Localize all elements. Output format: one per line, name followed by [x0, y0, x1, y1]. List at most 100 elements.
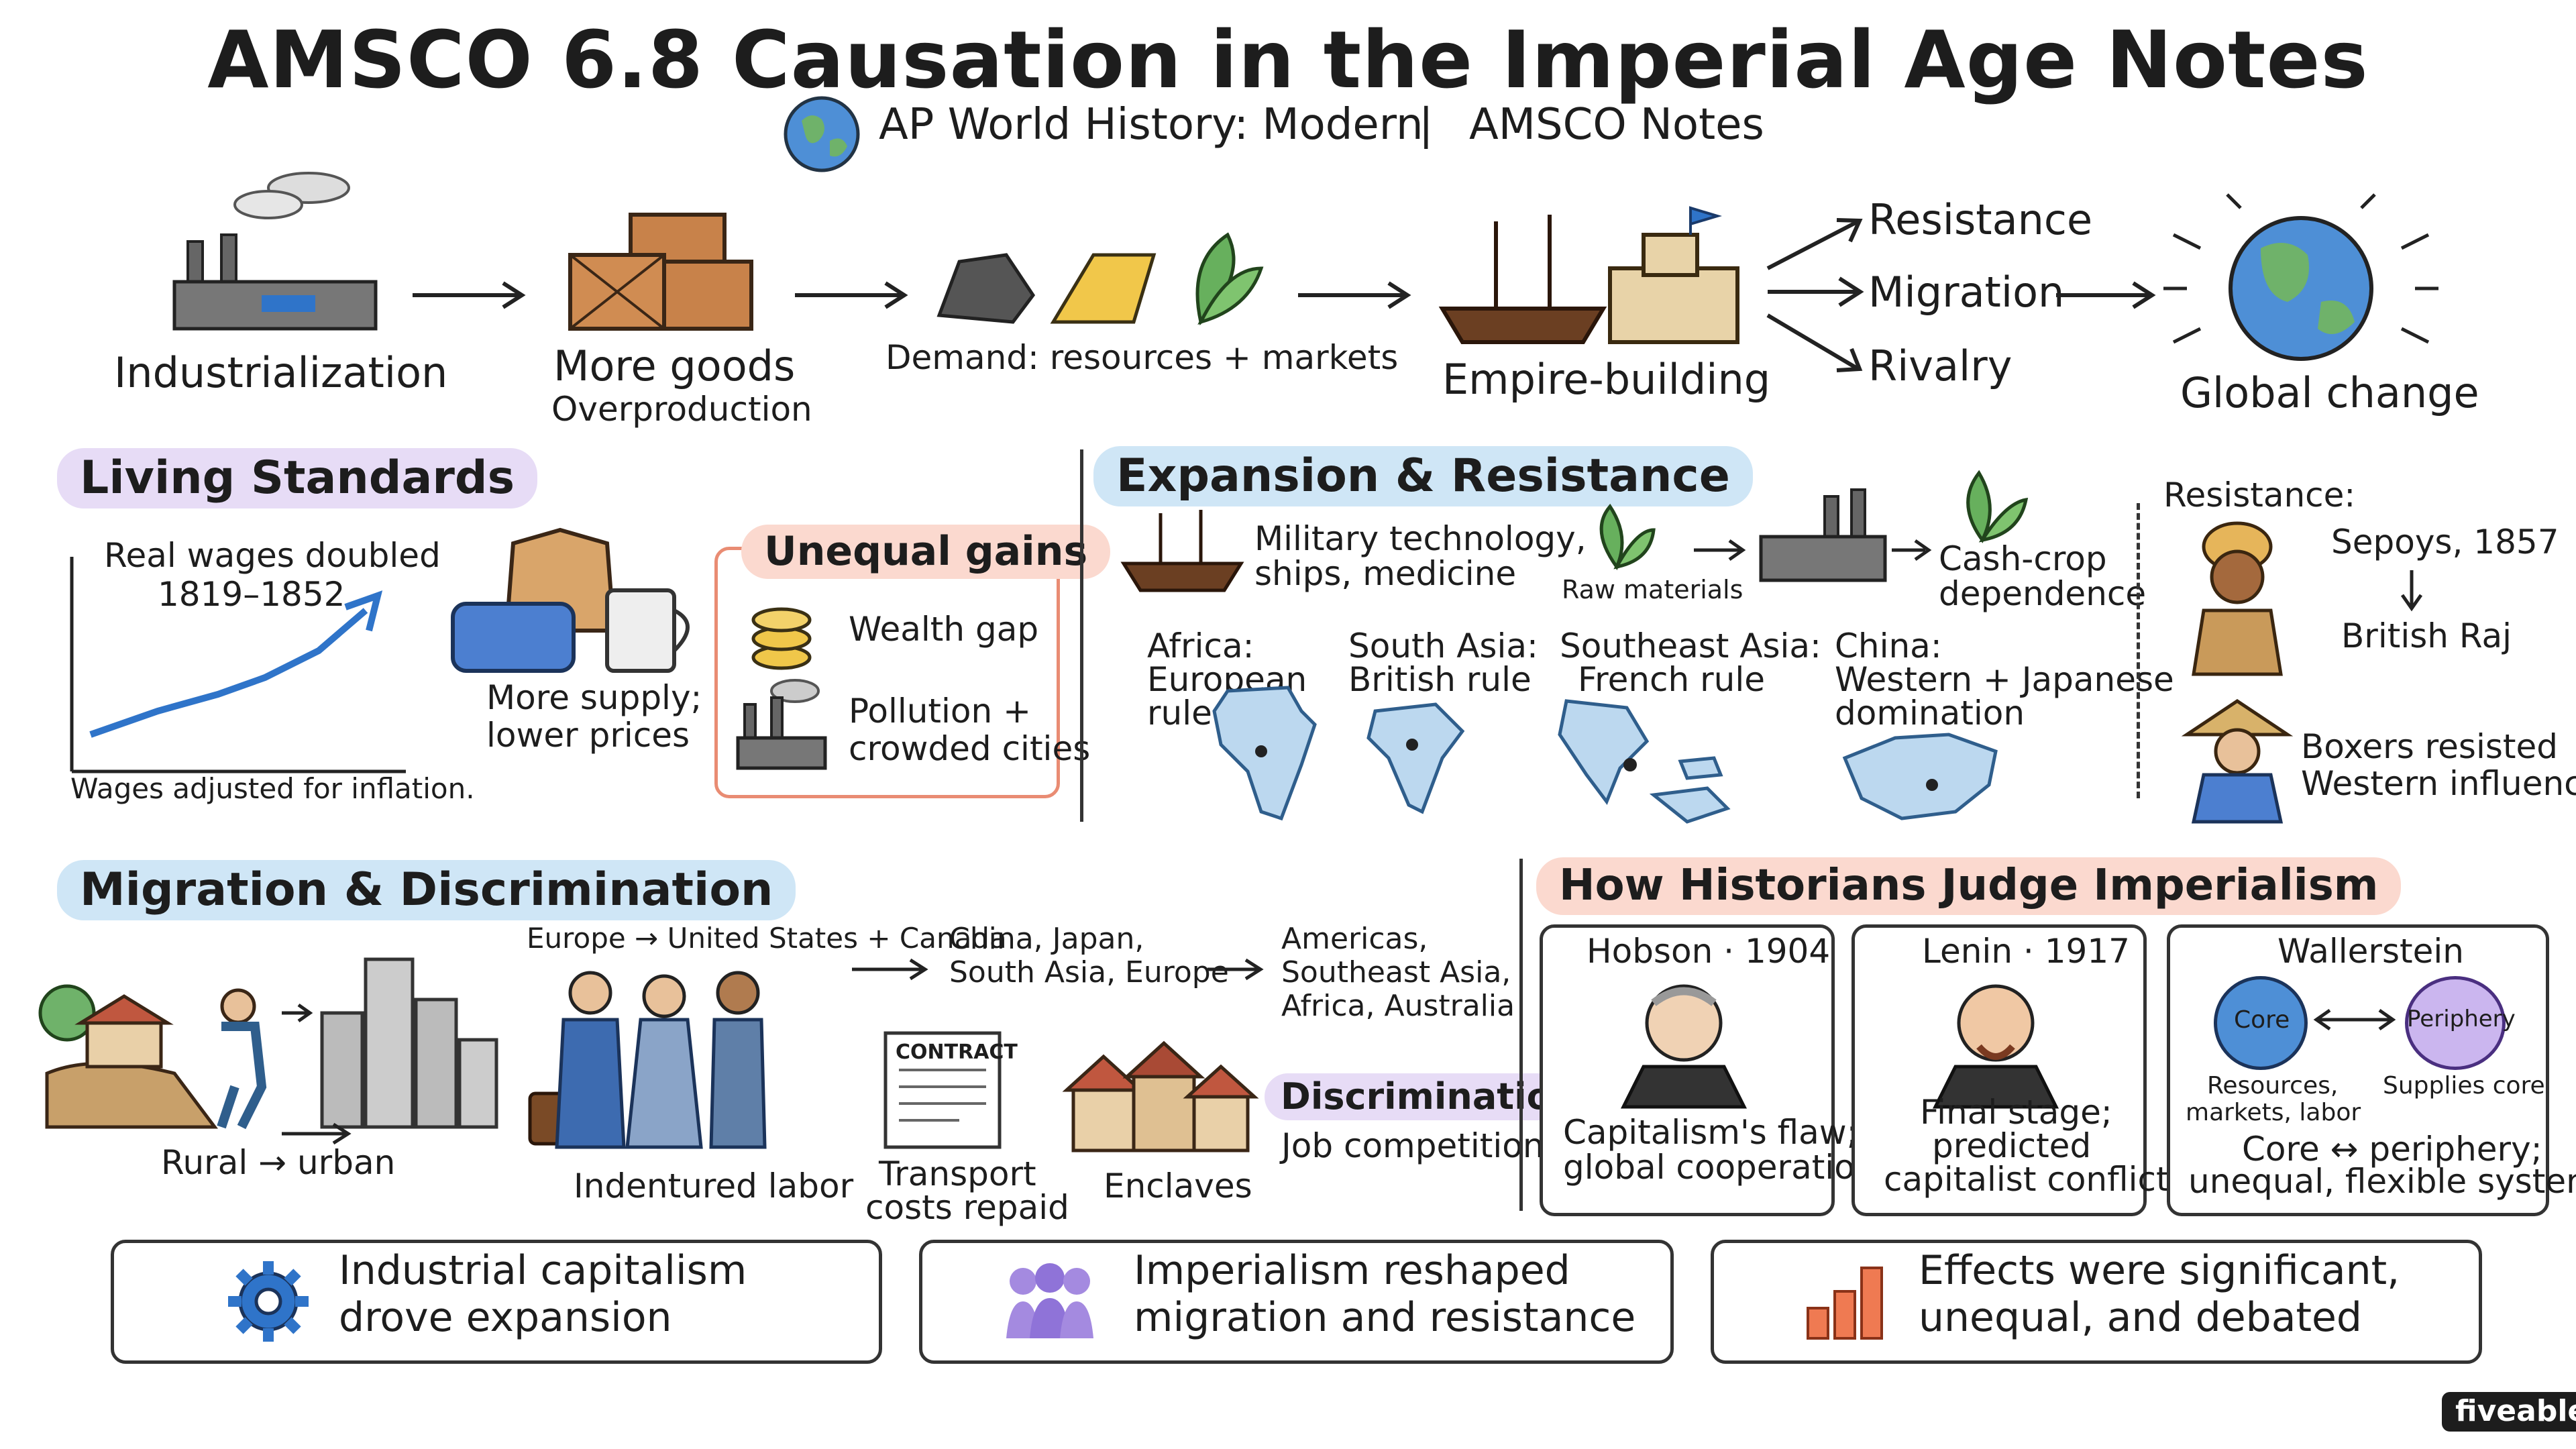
wealth-gap-label: Wealth gap: [849, 610, 1039, 649]
sepoys-label: Sepoys, 1857: [2331, 523, 2559, 561]
hobson-portrait: [1620, 984, 1748, 1109]
lenin-name: Lenin · 1917: [1922, 932, 2130, 971]
job-competition-label: Job competition: [1281, 1126, 1544, 1165]
ship-fort-icon: [1438, 206, 1739, 344]
transport-line2: costs repaid: [865, 1188, 1069, 1227]
flow-outcome-migration: Migration: [1868, 268, 2065, 317]
takeaway-1-line1: Industrial capitalism: [339, 1247, 747, 1294]
flow-demand: Demand: resources + markets: [885, 338, 1399, 377]
british-raj-label: British Raj: [2341, 616, 2512, 655]
indentured-label: Indentured labor: [574, 1167, 854, 1205]
periphery-desc: Supplies core: [2383, 1072, 2545, 1099]
section-divider: [1519, 859, 1523, 1211]
flow-arrow: [413, 281, 526, 309]
flow-arrow: [282, 1122, 352, 1145]
small-factory-icon: [1759, 488, 1887, 582]
takeaway-1-line2: drove expansion: [339, 1294, 672, 1341]
route-dest-line1: Americas,: [1281, 922, 1428, 956]
china-map: [1842, 733, 1998, 820]
warship-icon: [1120, 510, 1244, 592]
flow-outcome-resistance: Resistance: [1868, 195, 2093, 244]
resistance-label: Resistance:: [2163, 476, 2356, 515]
lenin-portrait: [1932, 984, 2059, 1109]
africa-line1: Africa:: [1147, 627, 1254, 665]
takeaway-card-2: [919, 1240, 1674, 1364]
flow-arrow: [795, 281, 908, 309]
takeaway-3-line1: Effects were significant,: [1919, 1247, 2400, 1294]
flow-arrow: [1208, 958, 1264, 981]
enclave-houses-icon: [1062, 1040, 1259, 1152]
hobson-name: Hobson · 1904: [1587, 932, 1831, 971]
periphery-label: Periphery: [2407, 1006, 2516, 1032]
core-desc-line1: Resources,: [2207, 1072, 2339, 1099]
india-map: [1366, 702, 1465, 814]
route-dest-line2: Southeast Asia,: [1281, 955, 1511, 989]
raw-materials-label: Raw materials: [1562, 575, 1743, 604]
cash-crop-line2: dependence: [1939, 574, 2147, 613]
wages-title-line2: 1819–1852: [158, 575, 345, 614]
enclaves-label: Enclaves: [1104, 1167, 1252, 1205]
military-line1: Military technology,: [1254, 519, 1587, 558]
system-line1: Core ↔ periphery;: [2242, 1130, 2542, 1169]
flow-arrow: [852, 958, 928, 981]
plant-icon: [1599, 503, 1656, 570]
core-desc-line2: markets, labor: [2186, 1099, 2361, 1126]
goods-icon: [451, 527, 690, 673]
resources-icon: [936, 232, 1264, 325]
branch-arrows: [1766, 218, 1864, 372]
transport-line1: Transport: [879, 1155, 1036, 1193]
lenin-line1: Final stage;: [1920, 1093, 2112, 1132]
flow-empire-building: Empire-building: [1442, 355, 1771, 404]
se-asia-line1: Southeast Asia:: [1560, 627, 1821, 665]
flow-industrialization: Industrialization: [114, 348, 448, 397]
flow-global-change: Global change: [2180, 368, 2479, 417]
flow-arrow: [1298, 281, 1411, 309]
hobson-line1: Capitalism's flaw;: [1563, 1113, 1858, 1152]
south-asia-line2: British rule: [1348, 660, 1532, 699]
system-line2: unequal, flexible system: [2188, 1162, 2576, 1201]
flow-arrow: [2056, 281, 2156, 309]
cash-crop-icon: [1966, 470, 2029, 543]
subtitle-separator: |: [1419, 100, 1434, 150]
china-line2: Western + Japanese: [1835, 660, 2174, 699]
boxers-line2: Western influence: [2301, 764, 2576, 803]
wages-caption: Wages adjusted for inflation.: [70, 772, 475, 805]
wages-line-chart: [70, 557, 406, 773]
subtitle-source: AMSCO Notes: [1469, 100, 1764, 150]
china-line1: China:: [1835, 627, 1942, 665]
wallerstein-card: [2167, 924, 2549, 1216]
people-icon: [1006, 1263, 1093, 1338]
route-dest-line3: Africa, Australia: [1281, 989, 1515, 1023]
contract-label: CONTRACT: [896, 1040, 1018, 1064]
southeast-asia-map: [1558, 699, 1731, 824]
coins-icon: [751, 607, 812, 670]
pollution-line1: Pollution +: [849, 692, 1031, 731]
se-asia-line2: French rule: [1578, 660, 1766, 699]
lenin-line3: capitalist conflict: [1884, 1160, 2169, 1199]
takeaway-2-line2: migration and resistance: [1134, 1294, 1636, 1341]
africa-map: [1212, 686, 1317, 821]
global-change-icon: [2163, 193, 2438, 361]
route-asia-line2: South Asia, Europe: [949, 955, 1229, 989]
down-arrow: [2400, 570, 2423, 612]
china-line3: domination: [1835, 694, 2025, 733]
factory-icon: [172, 172, 378, 331]
flow-arrow: [1892, 539, 1932, 561]
cash-crop-line1: Cash-crop: [1939, 539, 2107, 578]
double-arrow: [2313, 1008, 2396, 1031]
route-asia-line1: China, Japan,: [949, 922, 1144, 956]
wallerstein-name: Wallerstein: [2277, 932, 2464, 971]
bar-chart-icon: [1807, 1267, 1883, 1340]
historians-header: How Historians Judge Imperialism: [1536, 857, 2402, 915]
military-line2: ships, medicine: [1254, 554, 1517, 593]
hobson-line2: global cooperation: [1563, 1148, 1876, 1187]
route-europe: Europe → United States + Canada: [527, 922, 1007, 955]
unequal-gains-header: Unequal gains: [741, 525, 1111, 579]
contract-icon: [883, 1031, 1002, 1149]
south-asia-line1: South Asia:: [1348, 627, 1538, 665]
indentured-workers-illustration: [528, 971, 767, 1149]
resistance-divider: [2137, 503, 2140, 798]
expansion-header: Expansion & Resistance: [1093, 446, 1753, 507]
wages-title-line1: Real wages doubled: [104, 536, 441, 575]
lenin-line2: predicted: [1932, 1126, 2092, 1165]
